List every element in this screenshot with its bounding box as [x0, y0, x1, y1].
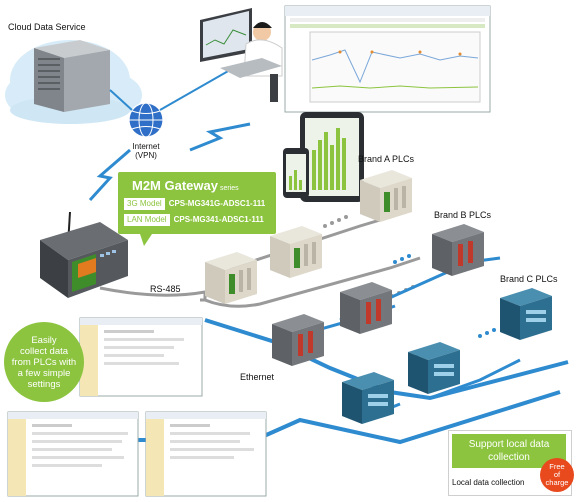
brand-b-label: Brand B PLCs	[434, 210, 492, 220]
internet-label-line1: Internet	[132, 142, 160, 151]
free-of-charge-badge: Free of charge	[540, 458, 574, 492]
model-tag: LAN Model	[124, 213, 170, 226]
callout-line: collect data	[19, 345, 69, 357]
badge-line: of	[553, 470, 561, 479]
support-line: Support local data	[468, 439, 550, 450]
plc-brand-b-group	[272, 224, 484, 366]
settings-screenshot-1	[79, 317, 203, 397]
monitoring-screen	[284, 5, 491, 113]
model-name: CPS-MG341-ADSC1-111	[173, 215, 264, 224]
operator-pc-icon	[200, 8, 283, 102]
gateway-device-icon	[40, 211, 128, 298]
model-name: CPS-MG341G-ADSC1-111	[168, 199, 266, 208]
globe-icon	[128, 102, 164, 138]
rs485-label: RS-485	[150, 284, 181, 294]
plc-brand-c-group	[342, 288, 552, 424]
local-collection-label: Local data collection	[452, 478, 525, 487]
model-row-lan: LAN Model CPS-MG341-ADSC1-111	[124, 213, 264, 226]
brand-a-label: Brand A PLCs	[358, 154, 415, 164]
m2m-title-text: M2M Gateway	[132, 178, 218, 193]
model-row-3g: 3G Model CPS-MG341G-ADSC1-111	[124, 197, 265, 210]
callout-line: a few simple	[17, 367, 71, 379]
brand-c-label: Brand C PLCs	[500, 274, 558, 284]
ethernet-label: Ethernet	[240, 372, 275, 382]
support-line: collection	[488, 452, 530, 463]
smartphone-icon	[283, 148, 309, 198]
plc-brand-a-group	[205, 170, 412, 304]
settings-screenshot-2	[7, 411, 139, 497]
support-local-heading: Support local data collection	[452, 434, 566, 468]
internet-label: Internet (VPN)	[126, 142, 166, 160]
server-rack-icon	[34, 40, 110, 112]
internet-label-line2: (VPN)	[135, 151, 157, 160]
callout-line: Easily	[31, 334, 57, 346]
callout-line: from PLCs with	[11, 356, 77, 368]
tablet-icon	[300, 112, 364, 202]
m2m-series-text: series	[219, 185, 239, 192]
badge-line: Free	[549, 462, 565, 471]
model-tag: 3G Model	[124, 197, 165, 210]
badge-line: charge	[545, 478, 569, 487]
settings-screenshot-3	[145, 411, 267, 497]
callout-line: settings	[27, 378, 61, 390]
cloud-label: Cloud Data Service	[8, 22, 86, 32]
easy-setup-callout: Easily collect data from PLCs with a few…	[4, 322, 84, 402]
